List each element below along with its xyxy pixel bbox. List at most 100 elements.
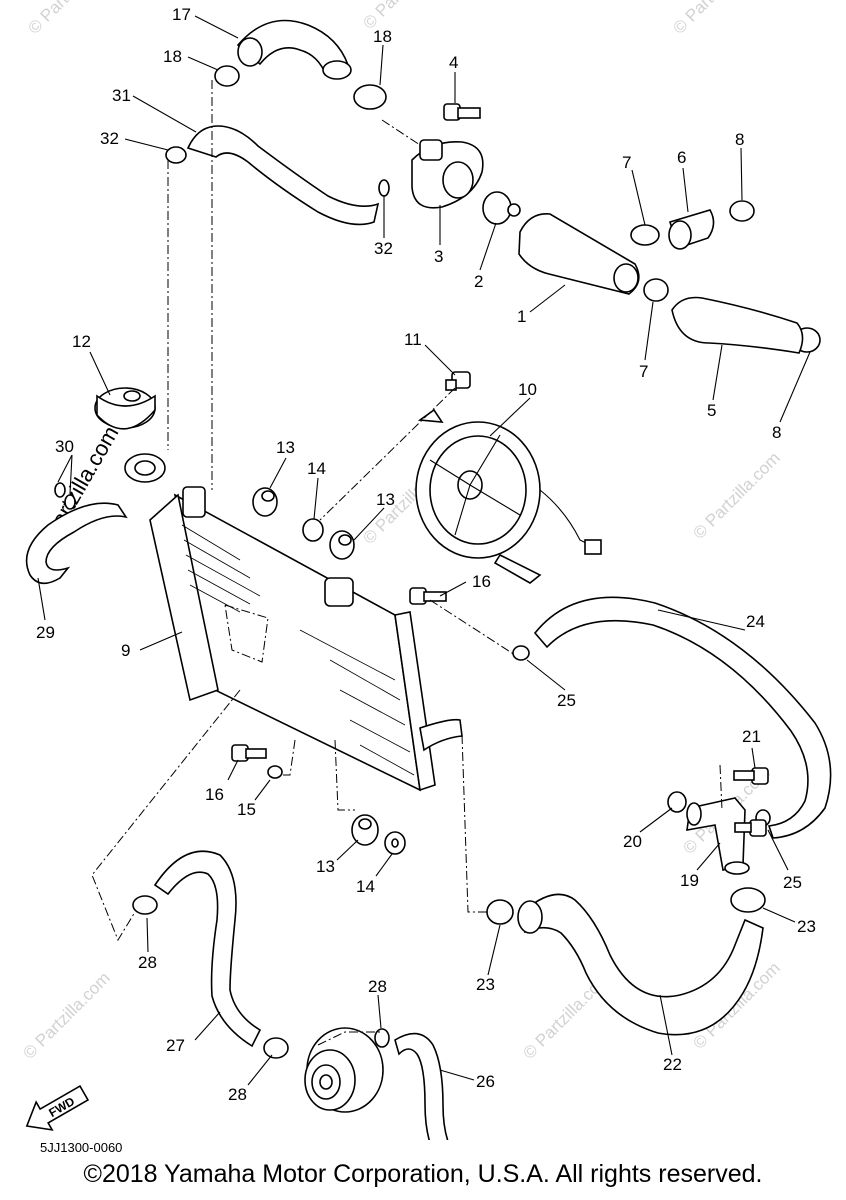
hose	[153, 850, 262, 1048]
callout-18: 18	[163, 47, 182, 66]
water-pipe	[518, 213, 640, 295]
diagram-code: 5JJ1300-0060	[40, 1140, 123, 1155]
collar	[302, 518, 324, 542]
hose-clamp	[64, 494, 76, 510]
washer	[267, 765, 283, 779]
damper	[252, 487, 278, 517]
callout-29: 29	[36, 623, 55, 642]
bolt	[443, 103, 481, 121]
fan-assembly	[415, 408, 602, 584]
parts-diagram: © Partzilla.com © Partzilla.com © Partzi…	[19, 0, 832, 1140]
damper	[351, 814, 379, 846]
bolt	[409, 587, 447, 605]
callout-13: 13	[376, 490, 395, 509]
assembly-lines	[91, 80, 723, 1046]
callout-6: 6	[677, 148, 686, 167]
forward-arrow: FWD	[25, 1084, 90, 1131]
callout-32: 32	[100, 129, 119, 148]
callout-25: 25	[783, 873, 802, 892]
hose-clamp	[486, 899, 514, 925]
callout-27: 27	[166, 1036, 185, 1055]
callout-18: 18	[373, 27, 392, 46]
callout-28: 28	[368, 977, 387, 996]
callout-17: 17	[172, 5, 191, 24]
bolt	[445, 371, 471, 391]
upper-hose	[236, 19, 352, 80]
callout-24: 24	[746, 612, 765, 631]
callouts: 17 18 18 4 31 32 32 3 2 7 6 8 1 7 5 8 11…	[36, 5, 816, 1104]
callout-28: 28	[228, 1085, 247, 1104]
hose	[671, 296, 804, 354]
hose-clamp	[512, 645, 530, 661]
damper	[329, 530, 355, 560]
watermark: © Partzilla.com	[19, 968, 113, 1062]
hose-clamp	[643, 278, 669, 302]
radiator-cap	[94, 387, 166, 483]
collar	[384, 831, 406, 855]
hose-clamp	[263, 1037, 289, 1059]
hose-clamp	[378, 179, 390, 197]
callout-4: 4	[449, 53, 458, 72]
callout-32: 32	[374, 239, 393, 258]
callout-1: 1	[517, 307, 526, 326]
callout-16: 16	[472, 572, 491, 591]
watermark: © Partzilla.com	[689, 448, 783, 542]
hose-clamp	[730, 887, 766, 913]
bolt	[734, 819, 767, 837]
hose	[394, 1032, 449, 1140]
callout-20: 20	[623, 832, 642, 851]
callout-8: 8	[772, 423, 781, 442]
callout-19: 19	[680, 871, 699, 890]
water-pump	[304, 1027, 384, 1113]
hose-clamp	[630, 224, 660, 246]
hose-clamp	[374, 1028, 390, 1048]
callout-23: 23	[476, 975, 495, 994]
callout-13: 13	[276, 438, 295, 457]
hose-clamp	[729, 200, 755, 222]
watermark: © Partzilla.com	[24, 0, 118, 38]
callout-31: 31	[112, 86, 131, 105]
callout-15: 15	[237, 800, 256, 819]
hose	[533, 596, 832, 839]
thermostat	[482, 191, 521, 225]
callout-8: 8	[735, 130, 744, 149]
hose-clamp	[353, 84, 387, 110]
callout-7: 7	[622, 153, 631, 172]
callout-11: 11	[404, 330, 422, 349]
callout-16: 16	[205, 785, 224, 804]
joint	[686, 797, 750, 875]
overflow-hose	[25, 502, 128, 585]
hose	[524, 893, 764, 1036]
pipe-joint-end	[668, 220, 692, 250]
callout-23: 23	[797, 917, 816, 936]
hose-clamp	[132, 895, 158, 915]
callout-14: 14	[356, 877, 375, 896]
callout-30: 30	[55, 437, 74, 456]
bolt	[231, 744, 267, 762]
callout-21: 21	[742, 727, 761, 746]
callout-14: 14	[307, 459, 326, 478]
breather-hose	[186, 125, 380, 226]
callout-12: 12	[72, 332, 91, 351]
callout-9: 9	[121, 641, 130, 660]
watermark: © Partzilla.com	[669, 0, 763, 38]
callout-28: 28	[138, 953, 157, 972]
callout-26: 26	[476, 1072, 495, 1091]
callout-2: 2	[474, 272, 483, 291]
bolt	[733, 767, 769, 785]
pipe-end	[517, 900, 543, 934]
callout-7: 7	[639, 362, 648, 381]
thermostat-cover	[411, 139, 484, 209]
hose-clamp	[165, 146, 187, 164]
leader-lines	[37, 15, 811, 1086]
hose-clamp	[54, 482, 66, 498]
copyright-notice: ©2018 Yamaha Motor Corporation, U.S.A. A…	[83, 1160, 763, 1188]
callout-3: 3	[434, 247, 443, 266]
callout-10: 10	[518, 380, 537, 399]
callout-25: 25	[557, 691, 576, 710]
o-ring	[667, 791, 687, 813]
callout-22: 22	[663, 1055, 682, 1074]
radiator	[149, 486, 463, 792]
callout-13: 13	[316, 857, 335, 876]
callout-5: 5	[707, 401, 716, 420]
